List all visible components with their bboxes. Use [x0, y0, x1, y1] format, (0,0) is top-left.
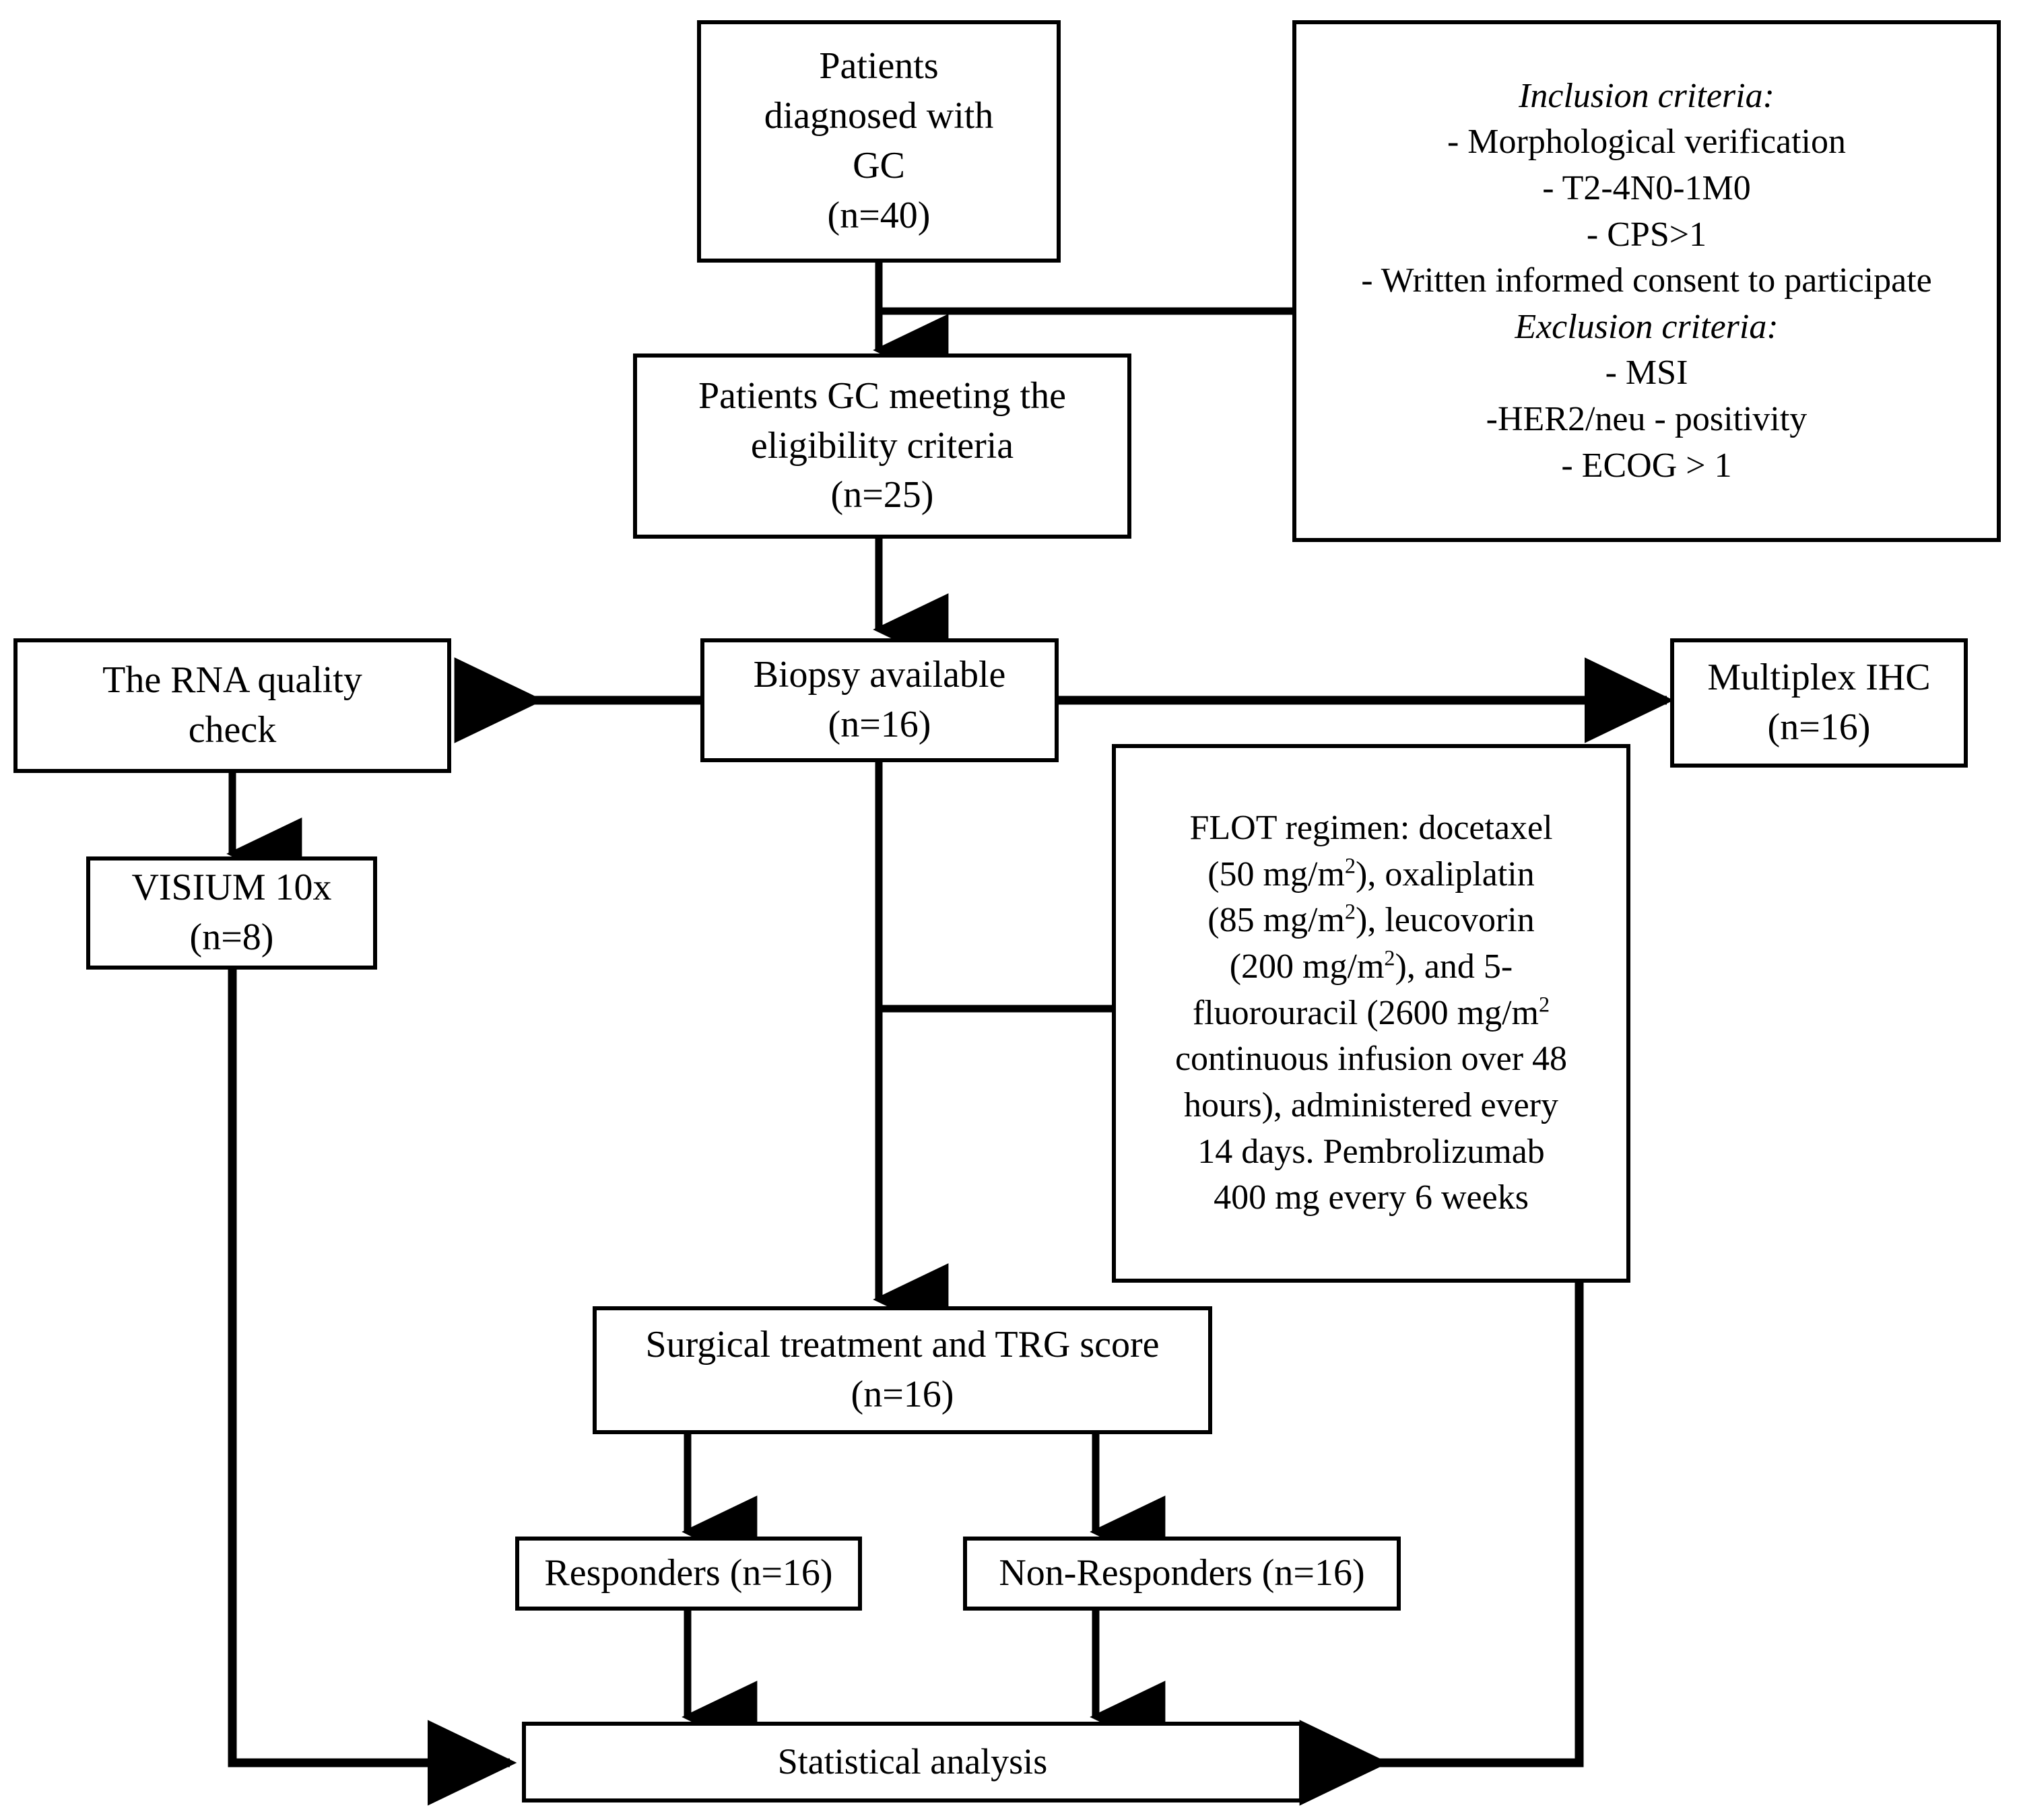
flot-line-9: 400 mg every 6 weeks [1214, 1178, 1529, 1217]
node-surgical-treatment[interactable]: Surgical treatment and TRG score (n=16) [593, 1306, 1212, 1434]
statistical-label: Statistical analysis [777, 1741, 1048, 1782]
patients-diagnosed-line1: Patients [819, 45, 939, 88]
node-flot-regimen[interactable]: FLOT regimen: docetaxel (50 mg/m2), oxal… [1112, 744, 1630, 1283]
connector-visium-to-statistical [228, 970, 517, 1806]
eligible-line2: eligibility criteria [750, 424, 1014, 467]
rna-quality-line2: check [188, 709, 277, 751]
flot-sup-2: 2 [1344, 853, 1356, 878]
flot-line-4: (200 mg/m2), and 5- [1229, 945, 1513, 986]
patients-diagnosed-line2: diagnosed with [764, 95, 994, 137]
flot-sup-3: 2 [1344, 900, 1356, 924]
criteria-exclusion-heading: Exclusion criteria: [1515, 307, 1779, 346]
flot-sup-5: 2 [1538, 992, 1550, 1017]
flot-line-3: (85 mg/m2), leucovorin [1207, 900, 1535, 940]
flot-sup-4: 2 [1384, 945, 1395, 970]
node-visium[interactable]: VISIUM 10x (n=8) [86, 856, 377, 970]
visium-line2: (n=8) [189, 916, 274, 958]
flot-line-6: continuous infusion over 48 [1174, 1040, 1568, 1079]
criteria-inclusion-item-3: - Written informed consent to participat… [1361, 261, 1932, 300]
patients-diagnosed-line3: GC [853, 145, 905, 187]
node-multiplex-ihc[interactable]: Multiplex IHC (n=16) [1670, 638, 1968, 768]
eligible-line3: (n=25) [830, 474, 934, 516]
multiplex-line2: (n=16) [1767, 706, 1871, 748]
criteria-inclusion-heading: Inclusion criteria: [1519, 76, 1775, 115]
biopsy-line1: Biopsy available [753, 654, 1006, 696]
patients-diagnosed-line4: (n=40) [827, 194, 931, 236]
biopsy-line2: (n=16) [828, 704, 931, 745]
rna-quality-line1: The RNA quality [102, 659, 362, 702]
surgical-line2: (n=16) [851, 1374, 954, 1415]
criteria-exclusion-item-0: - MSI [1605, 353, 1688, 393]
flot-line-5: fluorouracil (2600 mg/m2 [1192, 992, 1550, 1032]
non-responders-label: Non-Responders (n=16) [999, 1552, 1365, 1594]
criteria-inclusion-item-2: - CPS>1 [1586, 215, 1707, 254]
responders-label: Responders (n=16) [544, 1552, 833, 1594]
node-statistical-analysis[interactable]: Statistical analysis [522, 1722, 1303, 1802]
criteria-exclusion-item-2: - ECOG > 1 [1561, 446, 1732, 485]
flot-line-2: (50 mg/m2), oxaliplatin [1207, 853, 1535, 894]
node-responders[interactable]: Responders (n=16) [515, 1537, 862, 1611]
node-biopsy[interactable]: Biopsy available (n=16) [700, 638, 1059, 762]
visium-line1: VISIUM 10x [131, 867, 332, 909]
criteria-inclusion-item-0: - Morphological verification [1447, 123, 1847, 162]
flot-line-7: hours), administered every [1184, 1085, 1558, 1124]
flot-line-8: 14 days. Pembrolizumab [1197, 1132, 1545, 1171]
criteria-inclusion-item-1: - T2-4N0-1M0 [1542, 168, 1751, 207]
node-non-responders[interactable]: Non-Responders (n=16) [963, 1537, 1401, 1611]
criteria-exclusion-item-1: -HER2/neu - positivity [1486, 400, 1808, 439]
multiplex-line1: Multiplex IHC [1707, 656, 1931, 699]
node-rna-quality-check[interactable]: The RNA quality check [13, 638, 451, 773]
eligible-line1: Patients GC meeting the [698, 374, 1066, 417]
surgical-line1: Surgical treatment and TRG score [645, 1324, 1160, 1366]
flot-line-1: FLOT regimen: docetaxel [1189, 809, 1553, 848]
node-eligible[interactable]: Patients GC meeting the eligibility crit… [633, 353, 1131, 539]
node-criteria[interactable]: Inclusion criteria: - Morphological veri… [1292, 20, 2001, 542]
node-patients-diagnosed[interactable]: Patients diagnosed with GC (n=40) [697, 20, 1061, 263]
